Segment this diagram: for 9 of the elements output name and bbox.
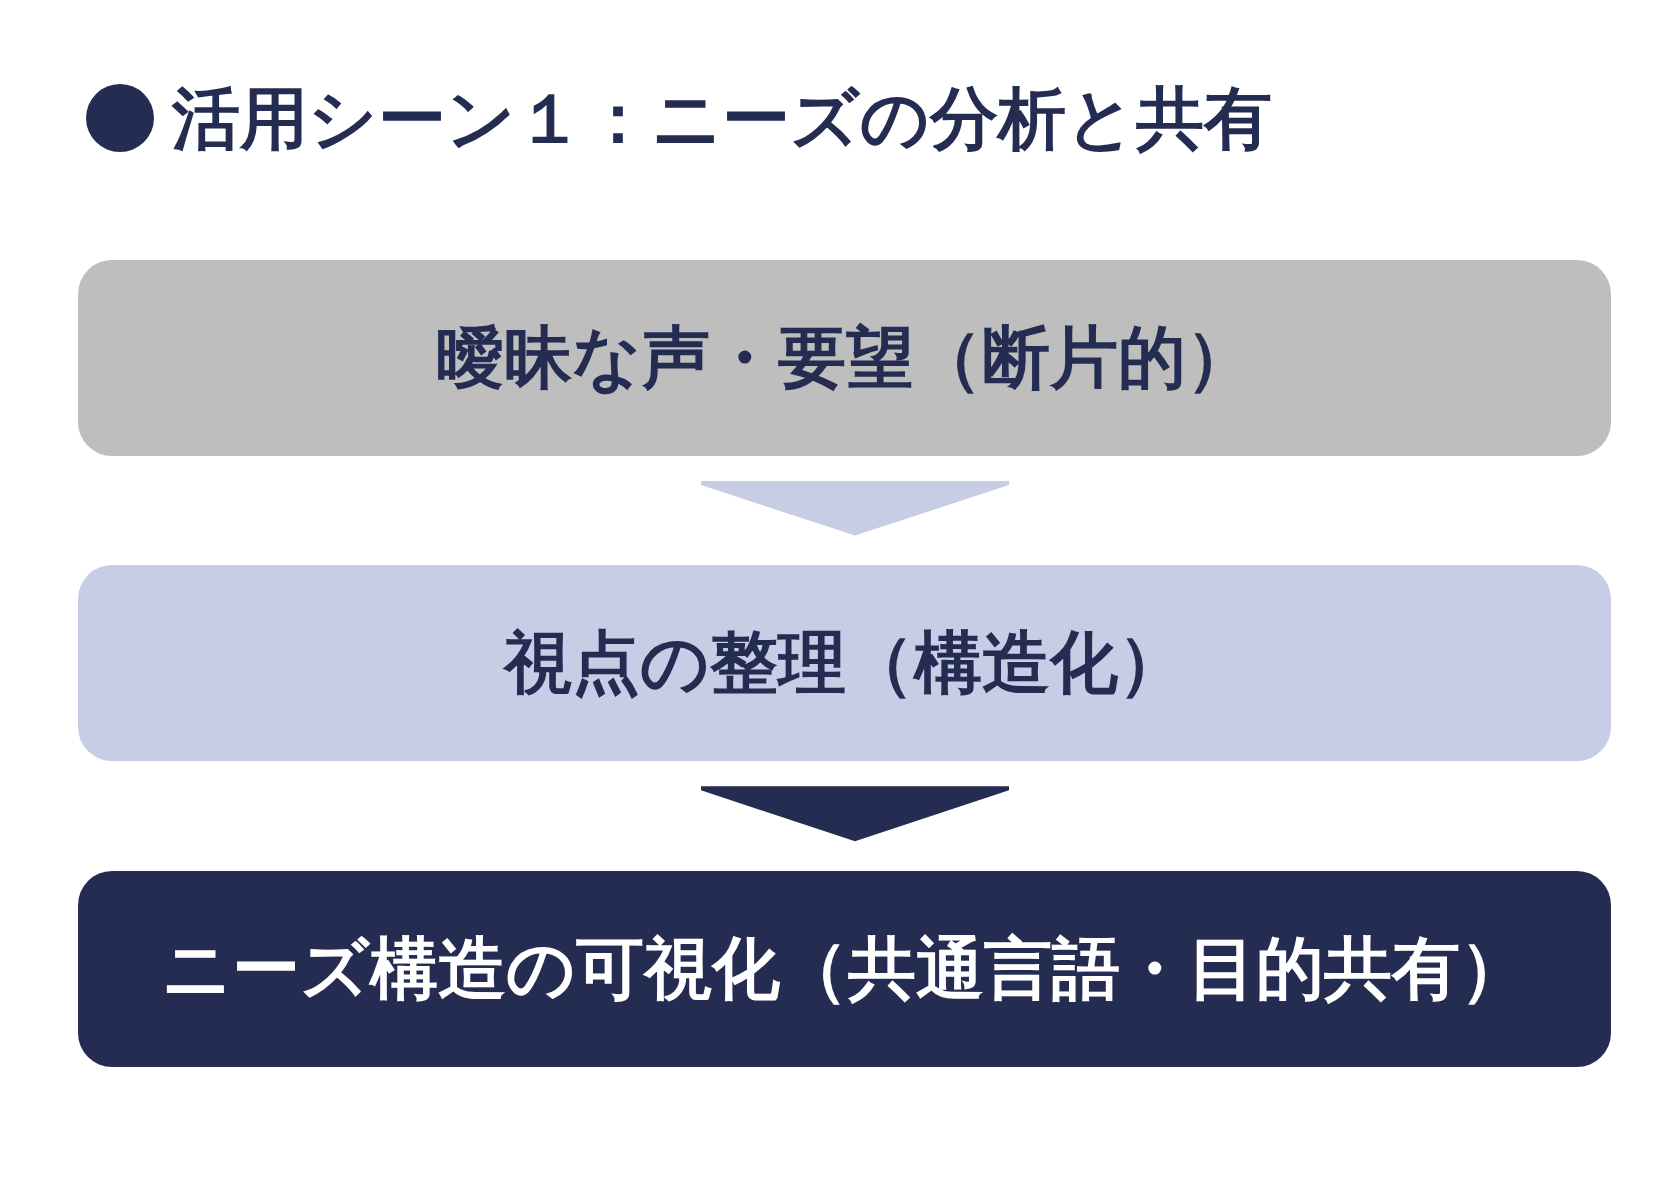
chevron-arrow	[701, 481, 1009, 536]
process-box	[78, 871, 1611, 1067]
box-label: 曖昧な声・要望（断片的）	[435, 316, 1254, 399]
title: 活用シーン１：ニーズの分析と共有	[172, 78, 1272, 160]
box-label: 視点の整理（構造化）	[503, 621, 1186, 704]
process-box	[78, 260, 1611, 456]
box-label: ニーズ構造の可視化（共通言語・目的共有）	[161, 927, 1528, 1010]
chevron-arrow	[701, 786, 1009, 842]
process-box	[78, 565, 1611, 761]
